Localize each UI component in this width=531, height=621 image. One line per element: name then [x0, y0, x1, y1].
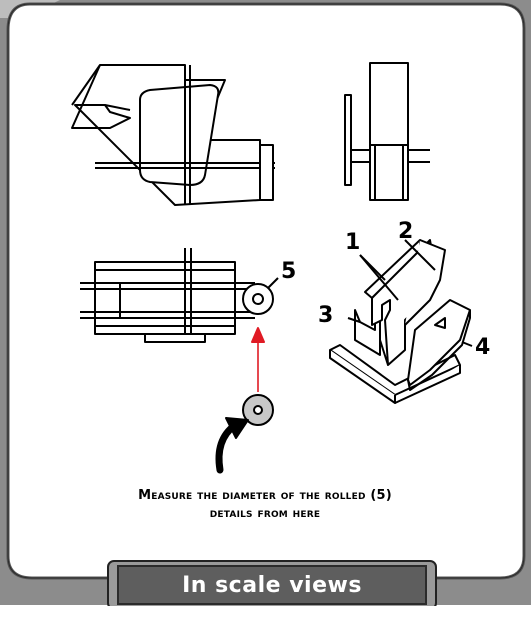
side-view-top-left [71, 64, 275, 206]
scale-views-banner: In scale views [118, 566, 426, 604]
top-view-middle-left [80, 248, 279, 343]
isometric-view [329, 239, 473, 404]
front-view-top-right [344, 62, 430, 201]
callout-1: 1 [345, 230, 361, 255]
washer-detail [242, 394, 274, 426]
callout-4: 4 [475, 335, 491, 360]
callout-3: 3 [318, 303, 334, 328]
caption-line-2: details from here [209, 506, 321, 521]
measure-caption: Measure the diameter of the rolled (5) d… [60, 487, 470, 523]
caption-line-1: Measure the diameter of the rolled (5) [138, 488, 392, 503]
callout-2: 2 [398, 219, 414, 244]
measure-arrow [251, 327, 265, 392]
curved-pointer-arrow [215, 417, 249, 474]
callout-5: 5 [281, 259, 297, 284]
banner-label: In scale views [182, 572, 362, 598]
